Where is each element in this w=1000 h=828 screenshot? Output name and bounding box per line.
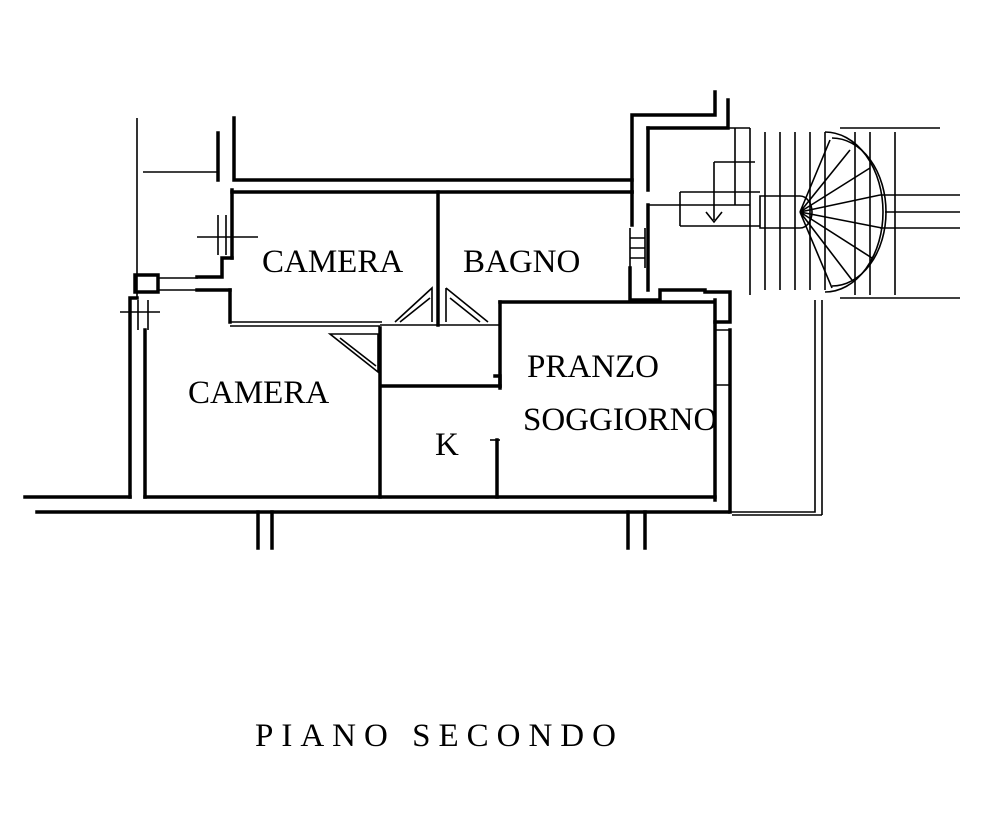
room-label-soggiorno: SOGGIORNO — [523, 402, 717, 438]
room-label-camera-top: CAMERA — [262, 244, 403, 280]
room-label-pranzo: PRANZO — [527, 349, 659, 385]
room-label-kitchen: K — [435, 427, 459, 463]
doors — [327, 286, 489, 374]
spiral-staircase — [648, 127, 960, 299]
exterior-walls — [23, 90, 823, 550]
room-label-bagno: BAGNO — [463, 244, 580, 280]
room-labels: CAMERA BAGNO CAMERA PRANZO SOGGIORNO K — [188, 244, 717, 463]
room-label-camera-left: CAMERA — [188, 375, 329, 411]
plan-title: PIANO SECONDO — [255, 718, 624, 754]
interior-walls — [230, 190, 714, 499]
